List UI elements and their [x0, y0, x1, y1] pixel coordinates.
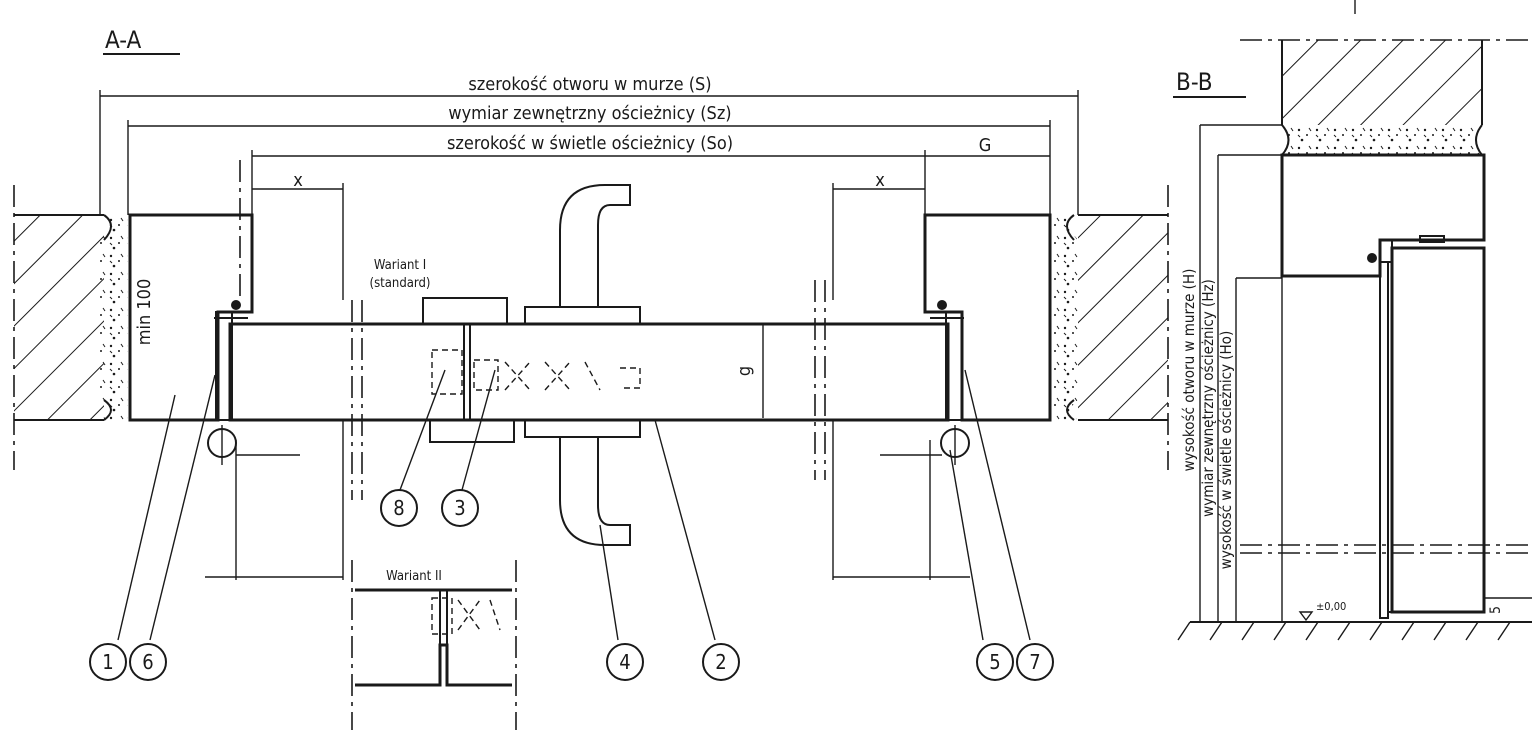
wall-right [1050, 185, 1169, 470]
dim-height-clear: wysokość w świetle ościeżnicy (Ho) [1217, 331, 1235, 569]
dim-wall-opening: szerokość otworu w murze (S) [468, 74, 711, 95]
dim-height-outer: wymiar zewnętrzny ościeżnicy (Hz) [1199, 279, 1217, 517]
callout-5: 5 [976, 643, 1014, 681]
svg-text:1: 1 [102, 650, 113, 674]
dim-g-upper: G [979, 135, 992, 156]
dim-frame-outer: wymiar zewnętrzny ościeżnicy (Sz) [448, 103, 731, 124]
callout-2: 2 [702, 643, 740, 681]
callout-1: 1 [89, 643, 127, 681]
callout-6: 6 [129, 643, 167, 681]
variant2-detail: Wariant II [355, 569, 512, 687]
dim-x-right: x [875, 170, 885, 191]
svg-text:6: 6 [142, 650, 153, 674]
section-aa: A-A szerokość otworu w murze (S) wymiar … [13, 26, 1169, 730]
svg-text:3: 3 [454, 496, 465, 520]
svg-text:5: 5 [989, 650, 1000, 674]
dim-5: 5 [1488, 606, 1504, 614]
variant2-label: Wariant II [386, 569, 442, 584]
wall-left [13, 185, 128, 470]
callout-7: 7 [1016, 643, 1054, 681]
dim-g-lower: g [734, 366, 755, 376]
variant1-sublabel: (standard) [370, 276, 431, 291]
svg-text:2: 2 [715, 650, 726, 674]
callout-4: 4 [606, 643, 644, 681]
variant1-label: Wariant I [374, 258, 426, 273]
section-bb-label: B-B [1176, 68, 1213, 96]
svg-text:8: 8 [393, 496, 404, 520]
dim-min100: min 100 [134, 279, 155, 346]
callout-3: 3 [441, 489, 479, 527]
floor-hatch [1177, 621, 1511, 641]
callout-8: 8 [380, 489, 418, 527]
level-mark: ±0,00 [1316, 600, 1346, 613]
frame-right [923, 213, 1052, 422]
hinge-right [832, 420, 970, 580]
break-lines [239, 160, 826, 730]
hinge-left [205, 420, 344, 580]
dim-frame-clear: szerokość w świetle ościeżnicy (So) [447, 133, 733, 154]
dimension-lines-aa: szerokość otworu w murze (S) wymiar zewn… [99, 74, 1079, 418]
dim-height-opening: wysokość otworu w murze (H) [1180, 269, 1198, 472]
svg-text:4: 4 [619, 650, 630, 674]
section-bb: B-B wysokość otworu w murze (H) wymiar z… [1173, 0, 1532, 641]
leader-lines [117, 369, 1031, 641]
door-handle [524, 184, 641, 546]
section-aa-label: A-A [105, 26, 142, 54]
svg-text:7: 7 [1029, 650, 1040, 674]
dim-x-left: x [293, 170, 303, 191]
frame-left [128, 213, 254, 422]
